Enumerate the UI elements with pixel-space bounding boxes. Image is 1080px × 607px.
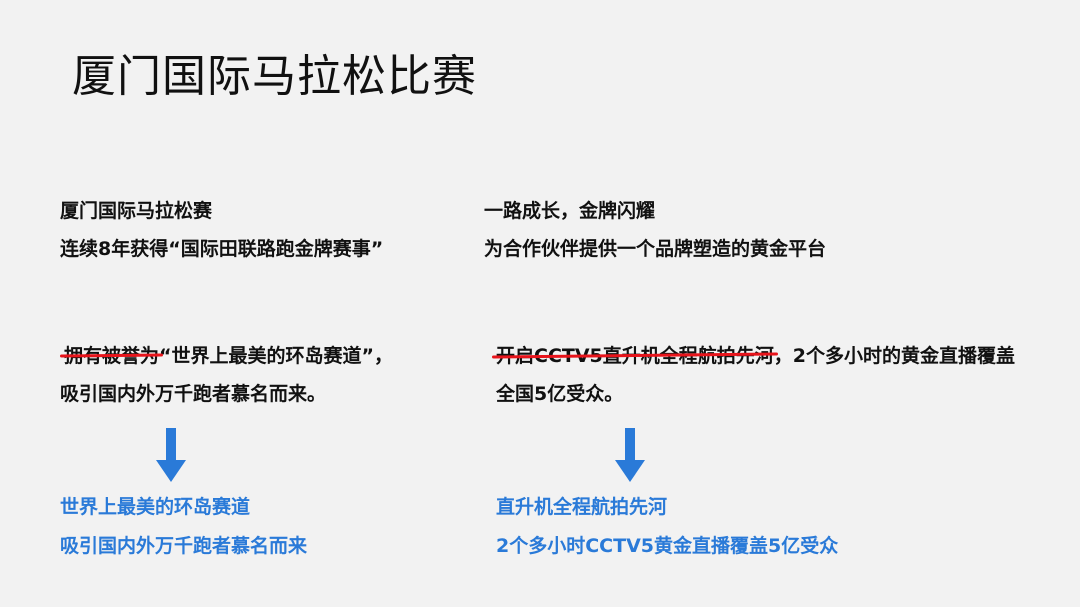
left-struck-text: 拥有被誉为 [59,343,164,369]
right-struck-text: 开启CCTV5直升机全程航拍先河 [491,343,778,369]
right-header-line2: 为合作伙伴提供一个品牌塑造的黄金平台 [484,238,827,260]
arrow-down-icon [156,428,186,482]
right-result-line2: 2个多小时CCTV5黄金直播覆盖5亿受众 [496,535,839,557]
arrow-down-icon [615,428,645,482]
left-result-line2: 吸引国内外万千跑者慕名而来 [60,535,308,557]
right-body-line1: 开启CCTV5直升机全程航拍先河 ，2个多小时的黄金直播覆盖 [491,343,1016,369]
left-body-line2: 吸引国内外万千跑者慕名而来。 [60,383,327,405]
left-header-line2: 连续8年获得“国际田联路跑金牌赛事” [60,238,384,260]
left-result-line1: 世界上最美的环岛赛道 [60,496,251,518]
right-header-line1: 一路成长，金牌闪耀 [484,200,656,222]
right-result-line1: 直升机全程航拍先河 [496,496,668,518]
right-body-line2: 全国5亿受众。 [496,383,624,405]
right-body-line1-rest: ，2个多小时的黄金直播覆盖 [773,345,1016,367]
left-body-line1: 拥有被誉为 “世界上最美的环岛赛道”， [59,343,393,369]
left-header-line1: 厦门国际马拉松赛 [60,200,213,222]
left-body-line1-rest: “世界上最美的环岛赛道”， [159,345,393,367]
slide-title: 厦门国际马拉松比赛 [72,51,477,102]
